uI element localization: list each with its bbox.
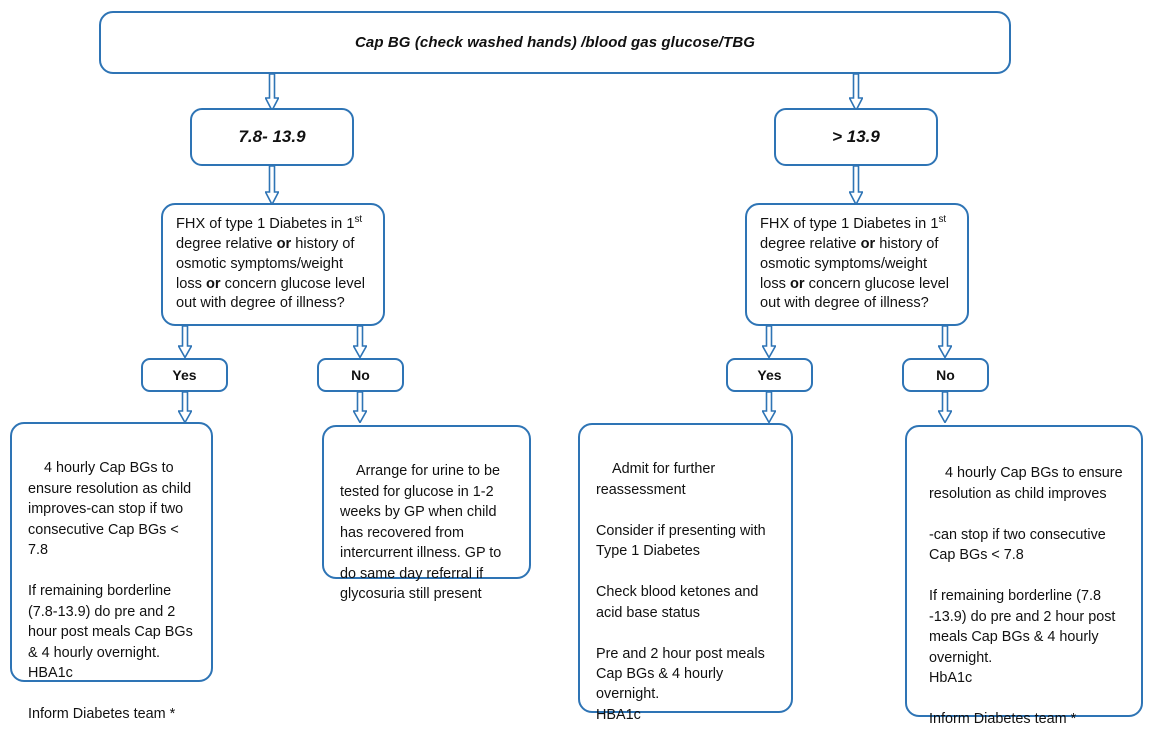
down-block-arrow-icon (353, 326, 367, 358)
range-left-label: 7.8- 13.9 (238, 127, 306, 146)
yes-label: Yes (172, 367, 197, 383)
down-block-arrow-icon (265, 166, 279, 205)
node-range-right: > 13.9 (774, 108, 938, 166)
down-block-arrow-icon (178, 392, 192, 423)
down-block-arrow-icon (762, 392, 776, 423)
node-no-right: No (902, 358, 989, 392)
down-block-arrow-icon (265, 74, 279, 111)
down-block-arrow-icon (178, 326, 192, 358)
node-yes-right: Yes (726, 358, 813, 392)
yes-label: Yes (757, 367, 782, 383)
down-block-arrow-icon (938, 326, 952, 358)
node-no-left: No (317, 358, 404, 392)
range-right-label: > 13.9 (832, 127, 880, 146)
down-block-arrow-icon (762, 326, 776, 358)
outcome-text: Admit for further reassessment Consider … (596, 461, 766, 723)
outcome-text: 4 hourly Cap BGs to ensure resolution as… (28, 460, 193, 722)
outcome-text: 4 hourly Cap BGs to ensure resolution as… (929, 465, 1123, 727)
down-block-arrow-icon (938, 392, 952, 423)
outcome-text: Arrange for urine to be tested for gluco… (340, 463, 506, 603)
node-outcome-right-yes: Admit for further reassessment Consider … (578, 423, 793, 723)
no-label: No (936, 367, 955, 383)
down-block-arrow-icon (353, 392, 367, 423)
banner-label: Cap BG (check washed hands) /blood gas g… (354, 34, 756, 51)
node-outcome-left-yes: 4 hourly Cap BGs to ensure resolution as… (10, 422, 213, 722)
node-cap-bg-banner: Cap BG (check washed hands) /blood gas g… (99, 11, 1011, 74)
node-outcome-right-no: 4 hourly Cap BGs to ensure resolution as… (905, 425, 1143, 727)
down-block-arrow-icon (849, 166, 863, 205)
node-yes-left: Yes (141, 358, 228, 392)
down-block-arrow-icon (849, 74, 863, 111)
no-label: No (351, 367, 370, 383)
node-outcome-left-no: Arrange for urine to be tested for gluco… (322, 425, 531, 602)
node-range-left: 7.8- 13.9 (190, 108, 354, 166)
